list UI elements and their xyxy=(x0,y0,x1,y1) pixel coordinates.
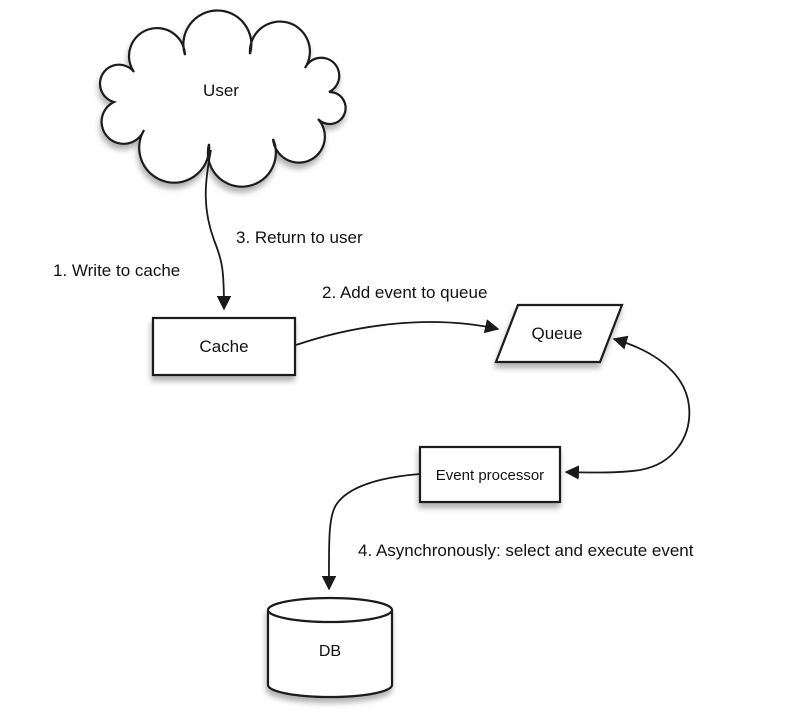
step-label-2: 2. Add event to queue xyxy=(322,283,487,302)
step-label-3: 3. Return to user xyxy=(236,228,363,247)
db-label: DB xyxy=(319,643,341,660)
queue-label: Queue xyxy=(531,324,582,343)
cache-label: Cache xyxy=(199,337,248,356)
user-cloud xyxy=(98,9,347,188)
db-cylinder xyxy=(266,596,394,699)
user-label: User xyxy=(203,81,239,100)
cache-box xyxy=(151,316,297,377)
arrow-cache-to-queue xyxy=(295,319,500,346)
arrow-eventprocessor-to-db xyxy=(321,473,421,591)
arrow-queue-eventprocessor-bidirectional xyxy=(564,335,691,480)
step-label-4: 4. Asynchronously: select and execute ev… xyxy=(358,541,694,560)
step-label-1: 1. Write to cache xyxy=(53,261,180,280)
event-processor-label: Event processor xyxy=(436,467,544,484)
arrow-user-to-cache xyxy=(204,149,232,311)
event-processor-box xyxy=(418,445,562,504)
